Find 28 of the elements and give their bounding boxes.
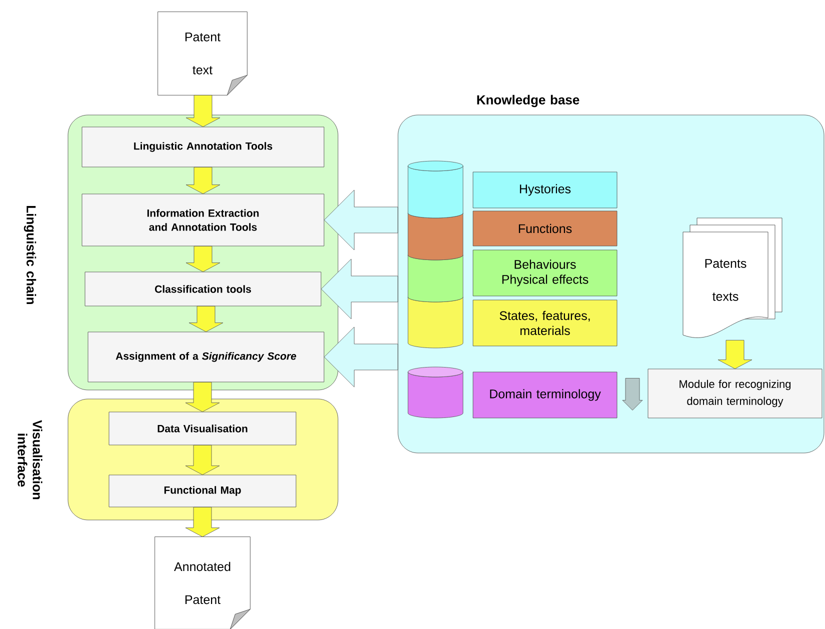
block-arrow [622,378,643,410]
category-box: Hystories [472,172,618,208]
category-box: Domain terminology [472,372,618,418]
block-arrow [186,95,220,127]
block-arrow [324,190,398,250]
process-box: Data Visualisation [108,412,296,446]
process-box: Information Extraction and Annotation Tools [82,194,324,246]
process-box: Module for recognizing domain terminology [648,368,822,418]
block-arrow [188,306,224,332]
panel-heading: Knowledge base [477,94,580,108]
process-box: Linguistic Annotation Tools [82,126,324,168]
block-arrow [185,382,220,412]
block-arrow [185,506,220,537]
category-box: States, features, materials [472,300,618,346]
document-stack-drawing: Patents texts [682,218,782,338]
block-arrow [718,340,752,369]
category-box: Functions [472,210,618,246]
vertical-heading: Linguistic chain [24,206,36,304]
category-box: Behaviours Physical effects [472,250,618,296]
block-arrow [185,444,220,475]
block-arrow [321,258,398,320]
block-arrow [186,167,220,194]
block-arrow [186,246,220,272]
process-box: Functional Map [108,474,296,508]
process-box: Classification tools [84,272,322,306]
process-box: Assignment of a Significancy Score [88,332,324,382]
block-arrow [324,326,398,388]
vertical-heading: Visualisation interface [18,420,42,500]
